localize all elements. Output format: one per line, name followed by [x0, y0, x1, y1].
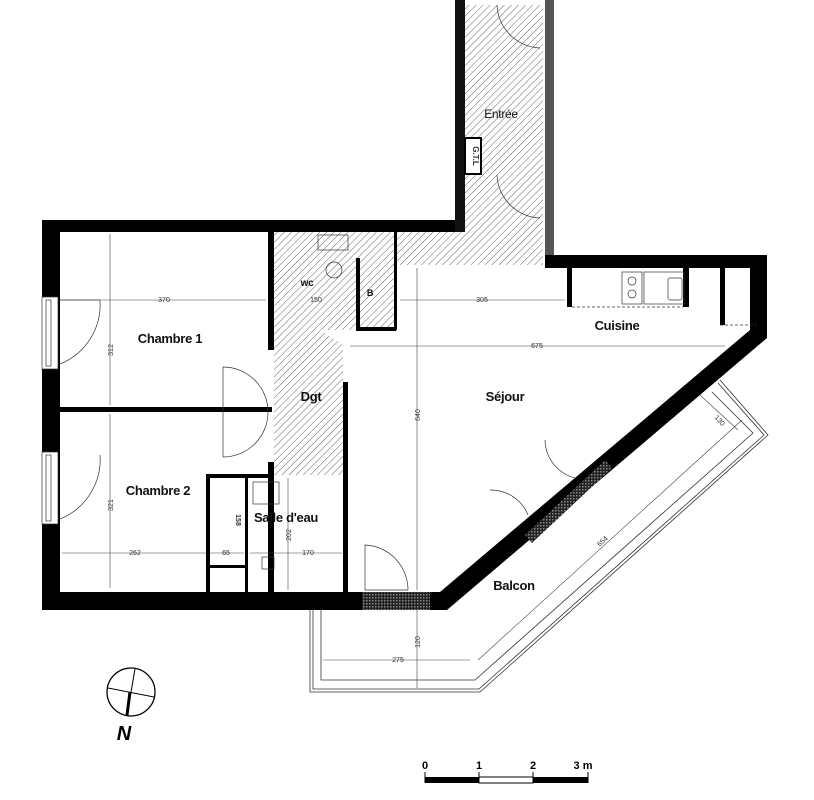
- dimension-lines: [62, 234, 743, 688]
- dim-chambre1-width: 370: [158, 297, 170, 304]
- north-arrow-icon: N: [106, 667, 156, 745]
- scale-label-2: 2: [530, 760, 536, 772]
- room-sejour: Séjour: [486, 389, 525, 404]
- dim-balcon-depth-side: 120: [415, 636, 422, 648]
- dim-balcon-depth-right: 130: [713, 414, 726, 427]
- room-labels: Entrée wc B Chambre 1 Chambre 2 Dgt Sall…: [126, 107, 640, 593]
- dim-placard-depth: 158: [234, 514, 241, 526]
- room-wc: wc: [300, 278, 314, 289]
- balcony-railing: [309, 379, 769, 693]
- scale-label-3: 3 m: [574, 760, 593, 772]
- dim-chambre1-depth: 312: [108, 344, 115, 356]
- scale-bar: 0 1 2 3 m: [422, 760, 593, 784]
- dim-salle-width: 170: [302, 550, 314, 557]
- room-salle-deau: Salle d'eau: [254, 510, 318, 525]
- room-b: B: [367, 288, 374, 298]
- exterior-walls: [42, 0, 767, 610]
- dim-balcon-length: 654: [596, 535, 609, 548]
- gtl-label: G.T.L: [471, 146, 480, 166]
- room-dgt: Dgt: [301, 389, 323, 404]
- room-entree: Entrée: [484, 107, 518, 121]
- windows: [41, 296, 59, 525]
- dim-chambre2-depth: 321: [108, 499, 115, 511]
- room-chambre2: Chambre 2: [126, 483, 191, 498]
- dim-wc-width: 150: [310, 297, 322, 304]
- dim-placard-width: 65: [222, 550, 230, 557]
- dim-chambre2-width: 262: [129, 550, 141, 557]
- gtl-box: [464, 137, 482, 175]
- bay-windows: [362, 460, 612, 610]
- room-cuisine: Cuisine: [595, 318, 640, 333]
- room-chambre1: Chambre 1: [138, 331, 203, 346]
- dim-balcon-width: 275: [392, 657, 404, 664]
- dim-sejour-depth: 640: [415, 409, 422, 421]
- dim-sejour-width: 675: [531, 343, 543, 350]
- room-balcon: Balcon: [493, 578, 535, 593]
- scale-label-1: 1: [476, 760, 482, 772]
- dim-salle-depth: 202: [286, 529, 293, 541]
- dim-sejour-upper: 305: [476, 297, 488, 304]
- hatched-circulation: [274, 5, 543, 475]
- fixtures: [59, 4, 757, 591]
- north-label: N: [117, 723, 132, 745]
- interior-walls: [60, 232, 725, 592]
- scale-label-0: 0: [422, 760, 428, 772]
